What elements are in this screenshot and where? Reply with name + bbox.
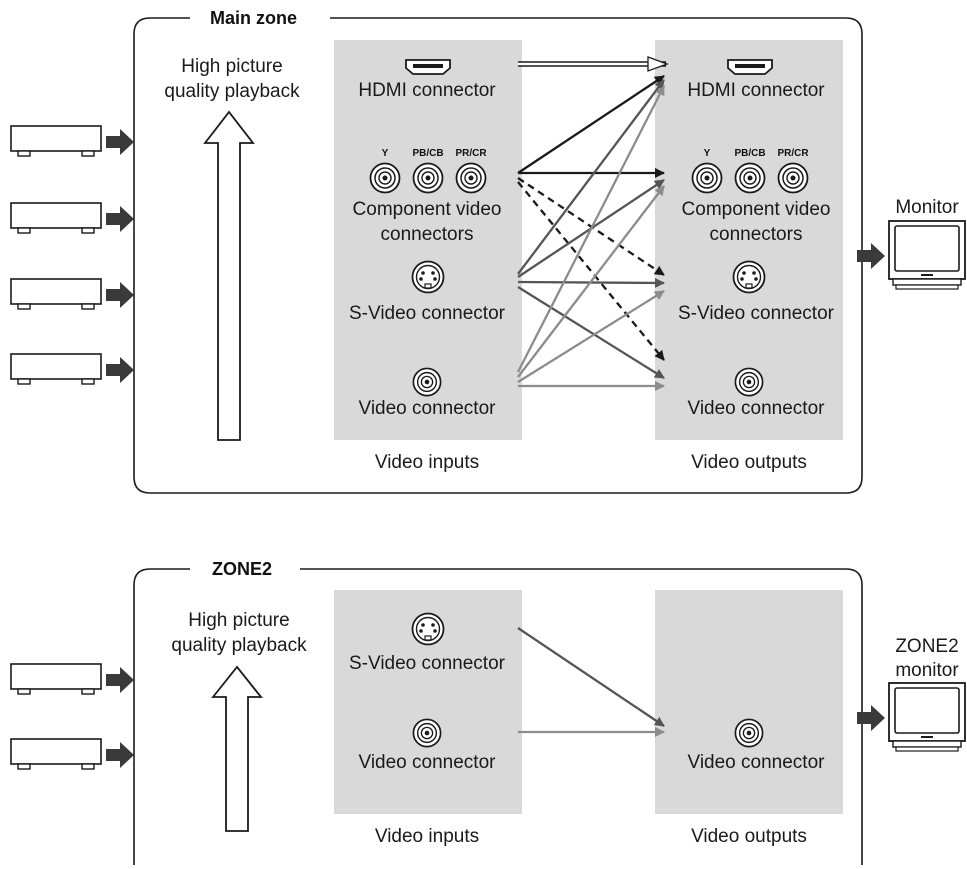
s-video-jack-icon	[732, 260, 766, 294]
input-jack-pr-label: PR/CR	[455, 148, 487, 159]
output-hdmi-label: HDMI connector	[687, 80, 825, 101]
rca-jack-icon	[412, 367, 442, 397]
input-video-label: Video connector	[359, 398, 497, 419]
source-arrow-1	[106, 129, 134, 155]
source-arrow-2	[106, 206, 134, 232]
source-device-2	[10, 202, 102, 234]
s-video-jack-icon	[411, 260, 445, 294]
source-arrow-2	[106, 742, 134, 768]
arrow-hdmi-to-hdmi	[518, 56, 669, 72]
rca-jack-icon	[369, 162, 401, 194]
arrow-svideo-to-video	[517, 627, 665, 727]
main-zone-frame	[133, 17, 863, 494]
rca-jack-icon	[412, 162, 444, 194]
arrow-video-to-svideo	[517, 290, 665, 383]
zone2-quality-label-line2: quality playback	[171, 635, 307, 656]
s-video-jack-icon	[411, 612, 445, 646]
source-arrow-1	[106, 667, 134, 693]
zone2-input-svideo-label: S-Video connector	[349, 653, 506, 674]
zone2-inputs-caption: Video inputs	[375, 826, 479, 847]
input-jack-y-label: Y	[382, 148, 389, 159]
zone2-quality-label-line1: High picture	[188, 610, 289, 631]
output-svideo-label: S-Video connector	[678, 303, 835, 324]
main-conversion-arrows	[516, 56, 669, 391]
arrow-component-to-video	[517, 181, 665, 361]
rca-jack-icon	[691, 162, 723, 194]
zone2-monitor-label-line2: monitor	[895, 660, 959, 681]
input-hdmi-label: HDMI connector	[358, 80, 496, 101]
arrow-video-to-component	[517, 185, 665, 378]
rca-jack-icon	[777, 162, 809, 194]
rca-jack-icon	[734, 367, 764, 397]
hdmi-icon	[405, 59, 451, 75]
source-device-1	[10, 125, 102, 157]
arrow-component-to-hdmi	[517, 75, 665, 174]
main-quality-label-line1: High picture	[181, 56, 282, 77]
output-video-label: Video connector	[688, 398, 826, 419]
rca-jack-icon	[734, 162, 766, 194]
monitor-icon	[888, 220, 966, 290]
monitor-label: Monitor	[895, 197, 959, 218]
output-jack-pb-label: PB/CB	[734, 148, 765, 159]
zone2-outputs-panel	[655, 590, 843, 814]
zone2-title: ZONE2	[212, 559, 272, 579]
output-jack-y-label: Y	[704, 148, 711, 159]
arrow-svideo-to-video	[517, 286, 665, 379]
source-device-2	[10, 738, 102, 770]
main-outputs-caption: Video outputs	[691, 452, 807, 473]
zone2-output-video-label: Video connector	[688, 752, 826, 773]
rca-jack-icon	[734, 718, 764, 748]
zone2-monitor-label-line1: ZONE2	[895, 636, 958, 657]
main-zone-title: Main zone	[210, 8, 297, 28]
input-component-label-line2: connectors	[381, 224, 474, 245]
main-inputs-caption: Video inputs	[375, 452, 479, 473]
source-device-3	[10, 278, 102, 310]
zone2-source-devices	[10, 663, 134, 770]
input-jack-pb-label: PB/CB	[412, 148, 443, 159]
zone2-frame	[133, 568, 863, 865]
output-jack-pr-label: PR/CR	[777, 148, 809, 159]
output-component-label-line1: Component video	[682, 199, 831, 220]
arrow-video-to-hdmi	[516, 85, 666, 373]
arrow-svideo-to-hdmi	[517, 79, 665, 275]
hdmi-icon	[727, 59, 773, 75]
source-device-1	[10, 663, 102, 695]
source-device-4	[10, 353, 102, 385]
output-component-label-line2: connectors	[710, 224, 803, 245]
rca-jack-icon	[455, 162, 487, 194]
zone2-outputs-caption: Video outputs	[691, 826, 807, 847]
zone2: ZONE2 High picture quality playback S-Vi…	[10, 559, 966, 865]
zone2-conversion-arrows	[517, 627, 665, 737]
main-zone: Main zone High picture quality playback …	[10, 8, 966, 494]
zone2-quality-up-arrow	[211, 665, 263, 832]
input-component-label-line1: Component video	[353, 199, 502, 220]
source-arrow-3	[106, 282, 134, 308]
main-source-devices	[10, 125, 134, 385]
zone2-input-video-label: Video connector	[359, 752, 497, 773]
main-quality-label-line2: quality playback	[164, 81, 300, 102]
zone2-monitor-icon	[888, 682, 966, 752]
source-arrow-4	[106, 357, 134, 383]
input-svideo-label: S-Video connector	[349, 303, 506, 324]
rca-jack-icon	[412, 718, 442, 748]
main-quality-up-arrow	[203, 110, 255, 441]
